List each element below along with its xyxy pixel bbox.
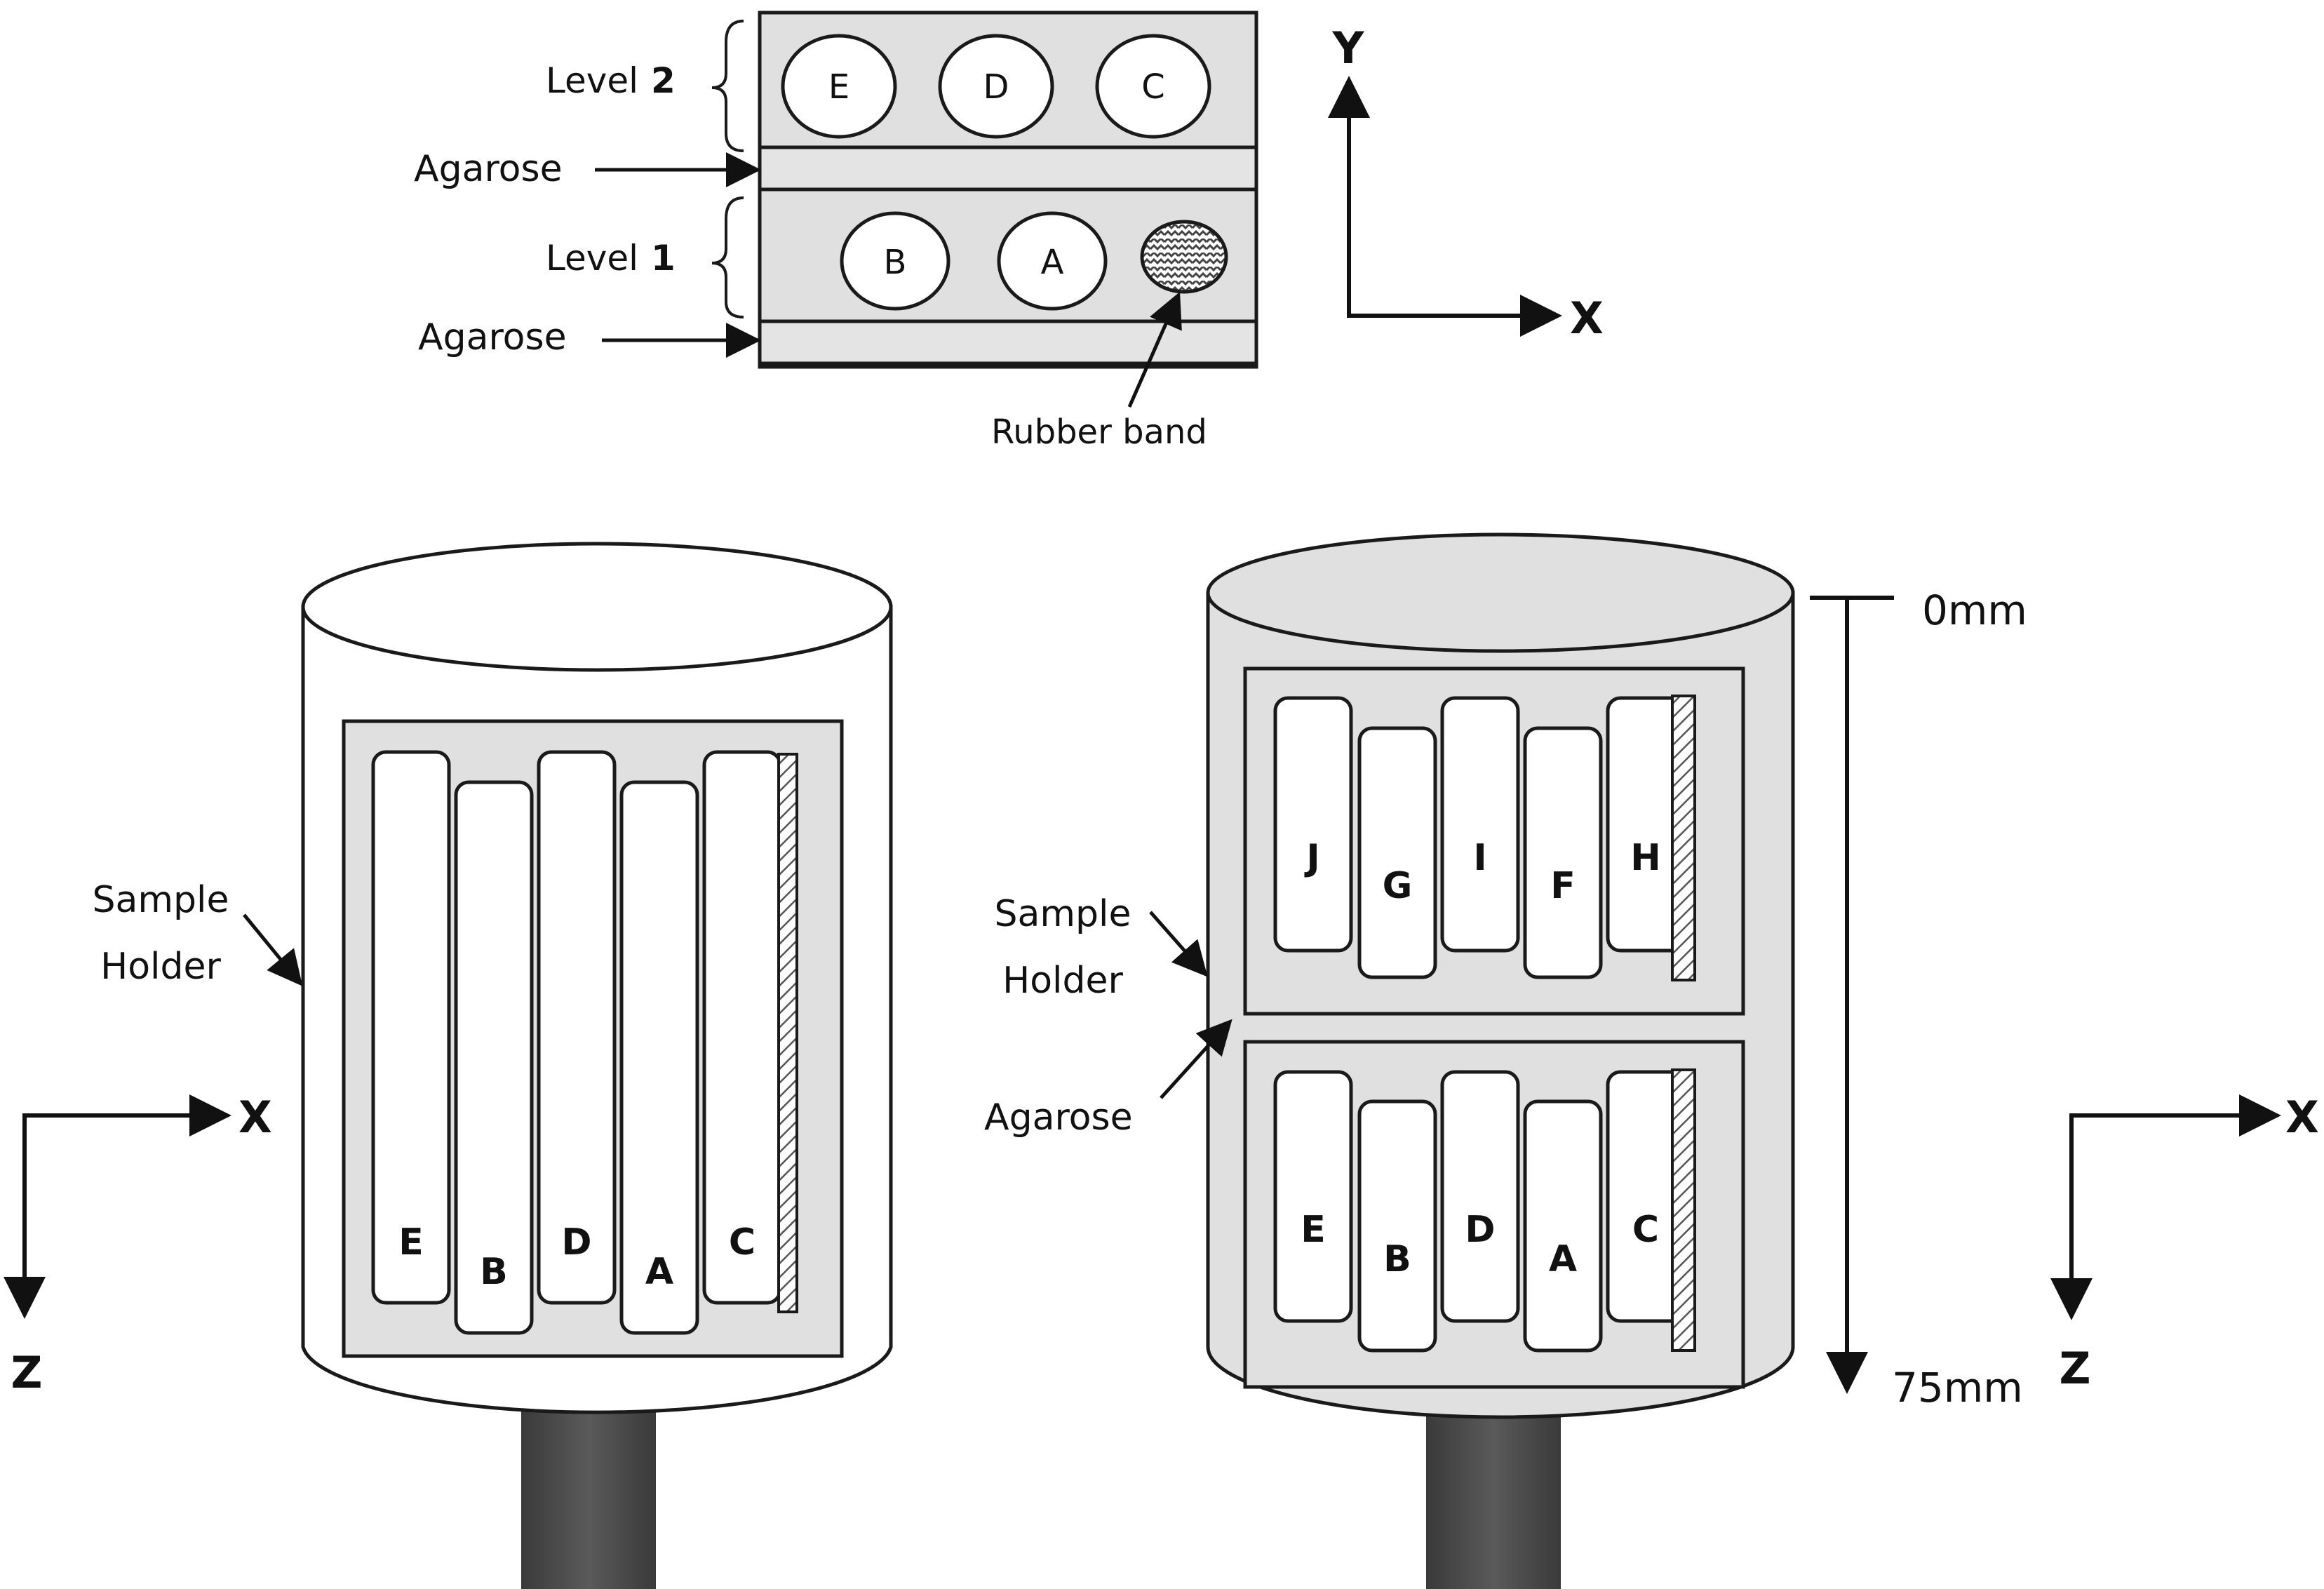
upper-strips — [1273, 696, 1686, 979]
lower-strips — [1273, 1070, 1686, 1353]
sample-strip — [1357, 1099, 1437, 1353]
strip-label: E — [1301, 1209, 1326, 1251]
sample-holder-label: Sample — [93, 879, 229, 921]
sample-strip — [1440, 1070, 1520, 1323]
x-axis-label: X — [2285, 1092, 2319, 1143]
agarose-arrow — [1160, 1019, 1232, 1099]
level1-brace — [711, 196, 744, 319]
strip-label: B — [480, 1251, 508, 1293]
sample-circle — [840, 211, 951, 311]
right-holder: J G I F H E B D A C Sample Holder Agarose 0mm 75… — [984, 532, 2319, 1589]
sample-label: D — [983, 67, 1009, 107]
holder-rod — [521, 1396, 656, 1589]
strip-label: J — [1304, 837, 1319, 879]
strip-label: A — [1549, 1238, 1577, 1280]
scale-bottom-label: 75mm — [1892, 1364, 2023, 1412]
sample-holder-label: Holder — [100, 946, 221, 988]
sample-circle — [997, 211, 1108, 311]
sample-strip — [1357, 726, 1437, 979]
sample-strip — [702, 750, 782, 1305]
agarose-layer-upper — [758, 145, 1258, 192]
agarose-label: Agarose — [984, 1097, 1133, 1139]
strip-label: H — [1630, 837, 1661, 879]
sample-strip — [454, 780, 534, 1335]
strip-label: C — [729, 1221, 755, 1263]
sample-strip — [619, 780, 699, 1335]
holder-top — [1206, 532, 1795, 653]
holder-top — [301, 542, 893, 672]
strip-label: A — [645, 1251, 673, 1293]
rubber-band-strip — [1671, 1068, 1696, 1352]
agarose-layer-lower — [758, 319, 1258, 366]
strip-label: F — [1550, 865, 1576, 907]
sample-circle — [1095, 34, 1211, 139]
rubber-band-strip — [1671, 695, 1696, 981]
left-holder: E B D A C Sample Holder X Z — [4, 542, 893, 1589]
y-axis-label: Y — [1332, 22, 1365, 74]
rubber-band-label: Rubber band — [991, 413, 1207, 452]
sample-strip — [1273, 696, 1353, 953]
sample-label: E — [828, 67, 849, 107]
agarose-label-upper: Agarose — [414, 148, 563, 190]
strip-label: D — [561, 1221, 591, 1263]
strip-label: E — [398, 1221, 424, 1263]
rubber-band-icon — [1140, 220, 1228, 294]
x-axis-label: X — [1570, 293, 1604, 344]
sample-holder-label: Holder — [1002, 960, 1123, 1002]
strip-label: B — [1383, 1238, 1411, 1280]
rubber-band-strip — [777, 753, 798, 1313]
sample-circle — [938, 34, 1054, 139]
rubber-band-arrow — [1127, 291, 1182, 408]
strips — [371, 750, 782, 1335]
sample-label: B — [884, 243, 907, 282]
sample-strip — [1523, 726, 1603, 979]
sample-holder-arrow — [1149, 911, 1208, 977]
sample-strip — [371, 750, 451, 1305]
strip-label: C — [1632, 1209, 1659, 1251]
agarose-label-lower: Agarose — [418, 316, 567, 358]
x-axis-label: X — [239, 1092, 272, 1143]
sample-circle — [781, 34, 897, 139]
sample-label: A — [1041, 243, 1064, 282]
sample-holder-arrow — [243, 913, 303, 986]
sample-strip — [1440, 696, 1520, 953]
sample-holder-label: Sample — [995, 893, 1131, 935]
strip-label: D — [1465, 1209, 1495, 1251]
level2-brace — [711, 20, 744, 152]
strip-label: G — [1383, 865, 1413, 907]
sample-strip — [537, 750, 617, 1305]
sample-label: C — [1141, 67, 1165, 107]
sample-strip — [1273, 1070, 1353, 1323]
z-axis-label: Z — [11, 1347, 43, 1398]
z-axis-label: Z — [2060, 1343, 2091, 1394]
sample-strip — [1523, 1099, 1603, 1353]
scale-top-label: 0mm — [1922, 586, 2027, 634]
holder-rod — [1426, 1403, 1561, 1589]
strip-label: I — [1473, 837, 1486, 879]
